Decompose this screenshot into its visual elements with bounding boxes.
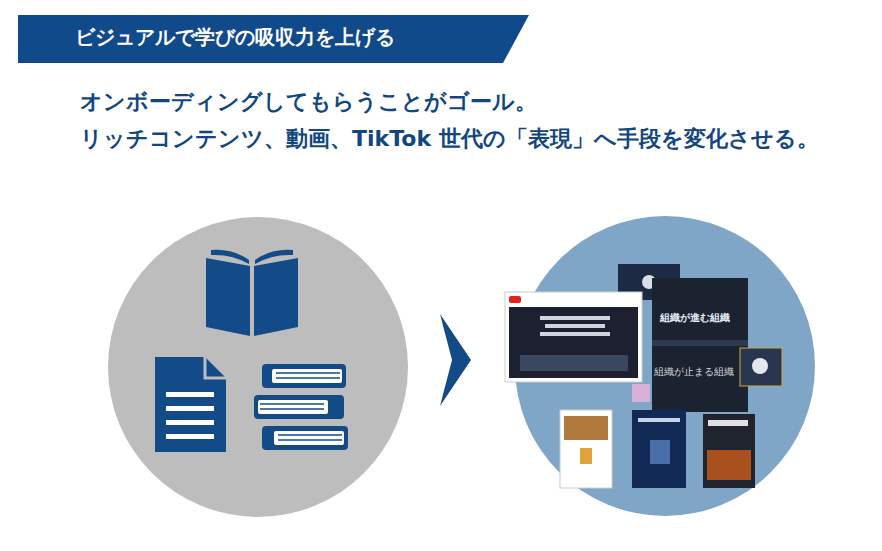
title-band [18, 15, 529, 63]
book-icon [206, 250, 298, 336]
screenshot-text: 組織が止まる組織 [654, 366, 734, 378]
books-stack-icon [254, 364, 348, 450]
subtitle-text: リッチコンテンツ、動画、TikTok 世代の「表現」へ手段を変化させる。 [80, 126, 819, 152]
left-circle [108, 217, 408, 517]
screenshot-collage [505, 264, 782, 488]
subtitle-text: オンボーディングしてもらうことがゴール。 [80, 89, 537, 115]
chevron-arrow [440, 314, 471, 406]
document-icon [155, 357, 226, 452]
title-text: ビジュアルで学びの吸収力を上げる [75, 25, 395, 49]
screenshot-text: 組織が進む組織 [660, 312, 730, 324]
right-circle [515, 216, 815, 516]
